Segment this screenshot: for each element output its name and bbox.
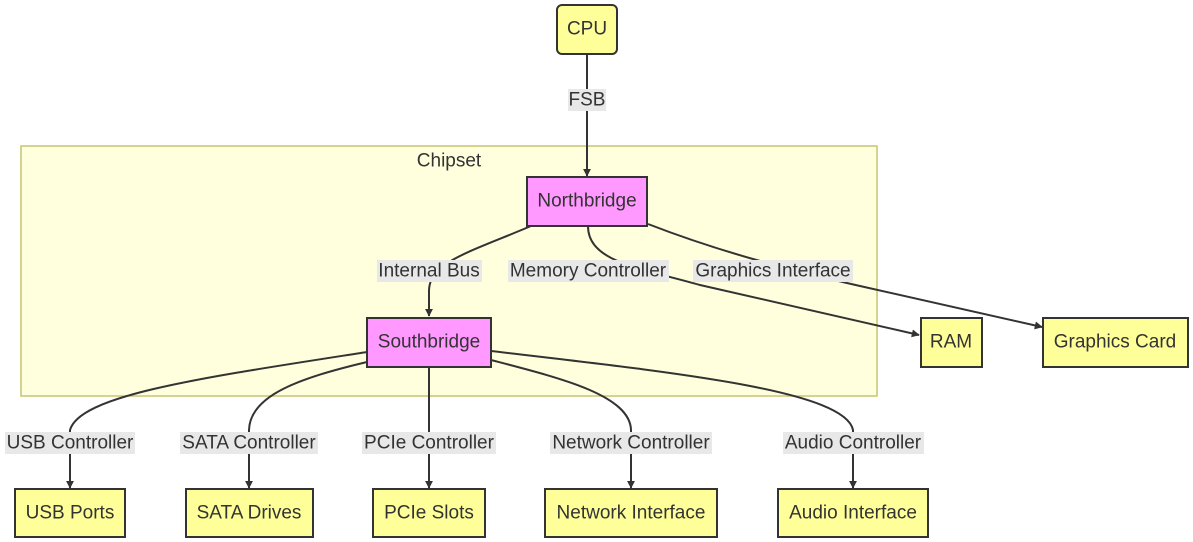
edge-label-usb-controller: USB Controller <box>5 432 135 454</box>
edge-northbridge-southbridge[interactable] <box>425 225 532 317</box>
edge-label-internal-bus: Internal Bus <box>377 260 482 282</box>
svg-text:Memory Controller: Memory Controller <box>510 261 667 282</box>
node-graphics-card[interactable]: Graphics Card <box>1042 317 1189 368</box>
edge-southbridge-sata-drives[interactable] <box>245 361 368 489</box>
svg-text:USB Ports: USB Ports <box>26 503 115 524</box>
svg-text:Audio Controller: Audio Controller <box>785 433 922 454</box>
svg-text:Southbridge: Southbridge <box>378 332 480 353</box>
svg-text:Graphics Interface: Graphics Interface <box>695 261 850 282</box>
edge-label-sata-controller: SATA Controller <box>180 432 318 454</box>
svg-text:SATA Controller: SATA Controller <box>182 433 316 454</box>
cluster-title: Chipset <box>417 151 482 172</box>
edge-label-graphics-interface: Graphics Interface <box>693 260 853 282</box>
svg-text:Graphics Card: Graphics Card <box>1054 332 1177 353</box>
svg-text:FSB: FSB <box>569 90 606 111</box>
svg-text:Network Controller: Network Controller <box>552 433 710 454</box>
node-audio-interface[interactable]: Audio Interface <box>777 488 929 538</box>
edge-label-memory-controller: Memory Controller <box>508 260 669 282</box>
svg-text:Northbridge: Northbridge <box>537 191 636 212</box>
node-southbridge[interactable]: Southbridge <box>366 317 492 368</box>
node-northbridge[interactable]: Northbridge <box>526 176 648 227</box>
node-ram[interactable]: RAM <box>920 317 983 368</box>
node-network-interface[interactable]: Network Interface <box>544 488 718 538</box>
svg-text:Internal Bus: Internal Bus <box>378 261 479 282</box>
node-usb-ports[interactable]: USB Ports <box>14 488 126 538</box>
svg-text:USB Controller: USB Controller <box>7 433 134 454</box>
svg-text:PCIe Controller: PCIe Controller <box>364 433 495 454</box>
svg-text:Network Interface: Network Interface <box>557 503 706 524</box>
svg-text:CPU: CPU <box>567 19 607 40</box>
edge-labels: FSB Internal Bus Memory Controller Graph… <box>5 89 924 454</box>
edge-southbridge-network-interface[interactable] <box>490 359 635 489</box>
svg-text:SATA Drives: SATA Drives <box>197 503 302 524</box>
svg-text:Audio Interface: Audio Interface <box>789 503 917 524</box>
edge-southbridge-audio-interface[interactable] <box>490 350 857 489</box>
node-pcie-slots[interactable]: PCIe Slots <box>372 488 486 538</box>
svg-text:PCIe Slots: PCIe Slots <box>384 503 474 524</box>
edge-label-pcie-controller: PCIe Controller <box>362 432 496 454</box>
node-sata-drives[interactable]: SATA Drives <box>185 488 314 538</box>
edge-label-audio-controller: Audio Controller <box>783 432 924 454</box>
node-cpu[interactable]: CPU <box>556 4 618 55</box>
edge-label-fsb: FSB <box>568 89 606 111</box>
edge-label-network-controller: Network Controller <box>550 432 712 454</box>
nodes: CPU Northbridge Southbridge RAM Graphics… <box>14 4 1189 538</box>
svg-text:RAM: RAM <box>930 332 972 353</box>
edge-southbridge-usb-ports[interactable] <box>66 351 368 489</box>
